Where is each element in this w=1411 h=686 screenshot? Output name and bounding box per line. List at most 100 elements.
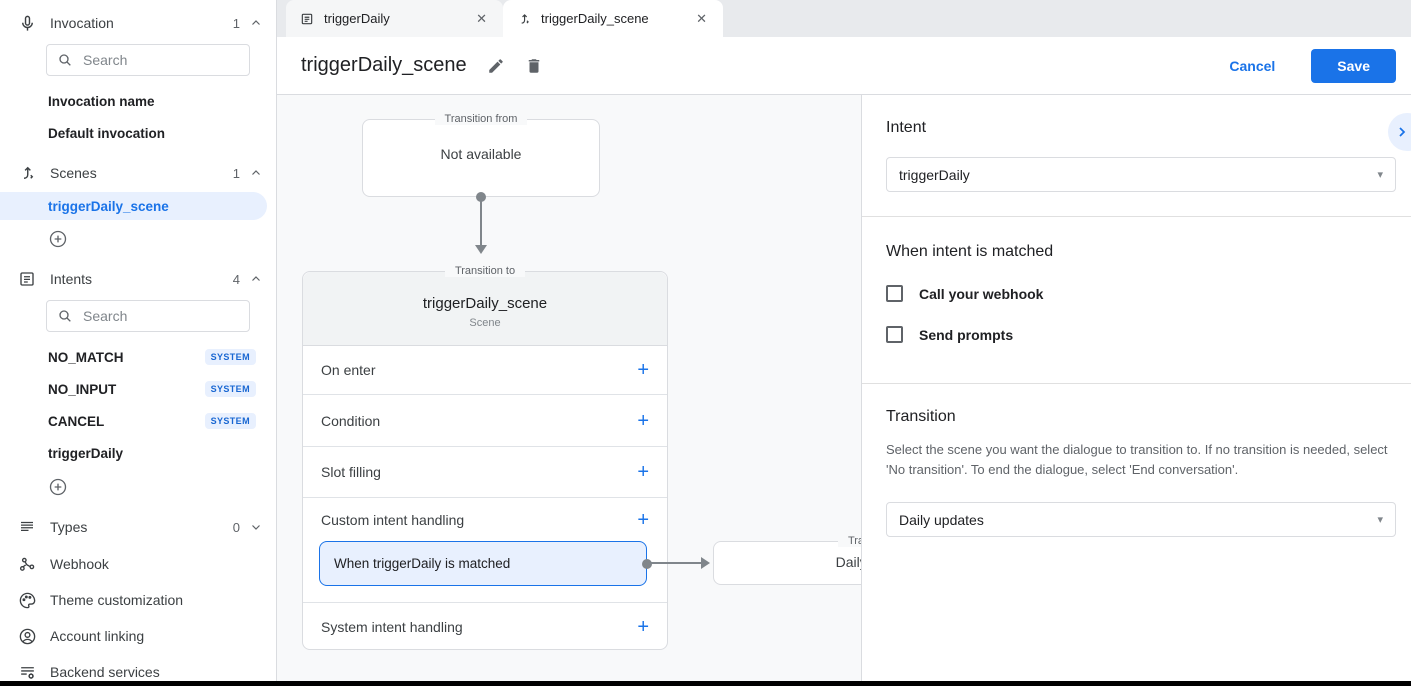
send-prompts-checkbox[interactable] (886, 326, 903, 343)
scene-row-on-enter: On enter + (303, 346, 667, 395)
account-icon (16, 627, 38, 646)
add-on-enter-button[interactable]: + (637, 359, 649, 381)
add-scene-button[interactable] (0, 222, 276, 256)
chevron-right-icon (1399, 127, 1406, 137)
add-condition-button[interactable]: + (637, 409, 649, 432)
chevron-up-icon[interactable] (250, 167, 262, 179)
tab-label: triggerDaily_scene (541, 11, 649, 26)
intent-dropdown[interactable]: triggerDaily ▾ (886, 157, 1396, 192)
types-icon (16, 518, 38, 536)
add-intent-button[interactable] (0, 470, 276, 504)
call-webhook-option[interactable]: Call your webhook (886, 285, 1396, 302)
sidebar-item-no-match[interactable]: NO_MATCH SYSTEM (0, 342, 276, 372)
save-button[interactable]: Save (1311, 48, 1396, 83)
section-count: 1 (232, 165, 240, 181)
sidebar-item-no-input[interactable]: NO_INPUT SYSTEM (0, 374, 276, 404)
sidebar-item-triggerdaily[interactable]: triggerDaily (0, 438, 276, 468)
intent-handler-when-triggerdaily-matched[interactable]: When triggerDaily is matched (319, 541, 652, 586)
transition-from-node[interactable]: Transition from Not available (362, 113, 600, 197)
transition-dropdown[interactable]: Daily updates ▾ (886, 502, 1396, 538)
search-icon (57, 52, 73, 68)
scene-graph-canvas[interactable]: Transition from Not available Transition… (277, 95, 861, 681)
page-title: triggerDaily_scene (301, 54, 467, 76)
invocation-search-input[interactable] (83, 52, 213, 68)
intents-search (46, 300, 250, 332)
edit-icon[interactable] (483, 53, 509, 79)
checkbox-label: Send prompts (919, 326, 1014, 343)
delete-icon[interactable] (521, 53, 547, 79)
tab-triggerdaily-scene[interactable]: triggerDaily_scene ✕ (503, 0, 723, 37)
window-bottom-edge (0, 681, 1411, 686)
chevron-up-icon[interactable] (250, 273, 262, 285)
webhook-icon (16, 555, 38, 574)
section-count: 1 (232, 15, 240, 31)
sidebar-item-theme-customization[interactable]: Theme customization (0, 582, 276, 618)
connector-line (480, 198, 482, 246)
backend-services-icon (16, 663, 38, 682)
link-label: Webhook (50, 556, 109, 572)
intent-icon (16, 270, 38, 288)
sidebar-section-scenes[interactable]: Scenes 1 (0, 160, 276, 186)
connector-line (651, 562, 703, 564)
call-webhook-checkbox[interactable] (886, 285, 903, 302)
connector-arrowhead (475, 245, 487, 254)
send-prompts-option[interactable]: Send prompts (886, 326, 1396, 343)
scene-row-condition: Condition + (303, 395, 667, 447)
intents-search-input[interactable] (83, 308, 213, 324)
tab-triggerdaily[interactable]: triggerDaily ✕ (286, 0, 503, 37)
add-custom-intent-button[interactable]: + (637, 509, 649, 531)
dropdown-caret-icon: ▾ (1377, 169, 1383, 181)
chevron-up-icon[interactable] (250, 17, 262, 29)
checkbox-label: Call your webhook (919, 285, 1044, 302)
section-count: 4 (232, 271, 240, 287)
transition-description: Select the scene you want the dialogue t… (886, 442, 1388, 478)
add-system-intent-button[interactable]: + (637, 616, 649, 638)
scene-icon (16, 164, 38, 182)
close-icon[interactable]: ✕ (696, 10, 707, 26)
transition-target-node[interactable]: Transition to Daily updates (713, 535, 861, 585)
connector-arrowhead (701, 557, 710, 569)
section-label: Invocation (50, 15, 114, 31)
chevron-down-icon[interactable] (250, 521, 262, 533)
row-label: On enter (321, 362, 376, 378)
link-label: Backend services (50, 664, 160, 680)
sidebar-section-invocation[interactable]: Invocation 1 (0, 10, 276, 36)
transition-to-label: Transition to (714, 535, 861, 547)
sidebar-item-account-linking[interactable]: Account linking (0, 618, 276, 654)
sidebar-item-invocation-name[interactable]: Invocation name (48, 93, 155, 109)
scene-icon (517, 12, 531, 26)
invocation-search (46, 44, 250, 76)
sidebar-item-default-invocation[interactable]: Default invocation (48, 125, 166, 141)
section-label: Intents (50, 271, 93, 287)
page-header: triggerDaily_scene Cancel Save (277, 37, 1411, 95)
sidebar-section-intents[interactable]: Intents 4 (0, 266, 276, 292)
editor-body: Transition from Not available Transition… (277, 95, 1411, 681)
section-label: Scenes (50, 165, 97, 181)
scene-node[interactable]: Transition to triggerDaily_scene Scene O… (302, 265, 668, 650)
system-badge: SYSTEM (204, 381, 256, 397)
scene-row-custom-intent-handling: Custom intent handling + When triggerDai… (303, 498, 667, 603)
close-icon[interactable]: ✕ (476, 10, 487, 26)
plus-circle-icon (49, 478, 67, 496)
transition-section: Transition Select the scene you want the… (862, 384, 1411, 561)
tab-bar: triggerDaily ✕ triggerDaily_scene ✕ (277, 0, 1411, 37)
intent-icon (300, 12, 314, 26)
intent-detail-panel: Intent triggerDaily ▾ When intent is mat… (861, 95, 1411, 681)
sidebar-item-triggerdaily-scene[interactable]: triggerDaily_scene (0, 192, 267, 220)
collapse-panel-button[interactable] (1388, 113, 1411, 151)
divider (862, 383, 1411, 384)
scene-row-slot-filling: Slot filling + (303, 447, 667, 498)
add-slot-filling-button[interactable]: + (637, 461, 649, 483)
cancel-button[interactable]: Cancel (1213, 50, 1291, 82)
sidebar-section-types[interactable]: Types 0 (0, 514, 276, 540)
palette-icon (16, 591, 38, 610)
intent-name: triggerDaily (48, 445, 124, 461)
intent-heading: Intent (886, 119, 927, 136)
sidebar-item-webhook[interactable]: Webhook (0, 546, 276, 582)
row-label: Custom intent handling (321, 512, 465, 528)
sidebar-item-cancel[interactable]: CANCEL SYSTEM (0, 406, 276, 436)
sidebar-item-backend-services[interactable]: Backend services (0, 654, 276, 681)
system-badge: SYSTEM (204, 349, 256, 365)
section-label: Types (50, 519, 88, 535)
